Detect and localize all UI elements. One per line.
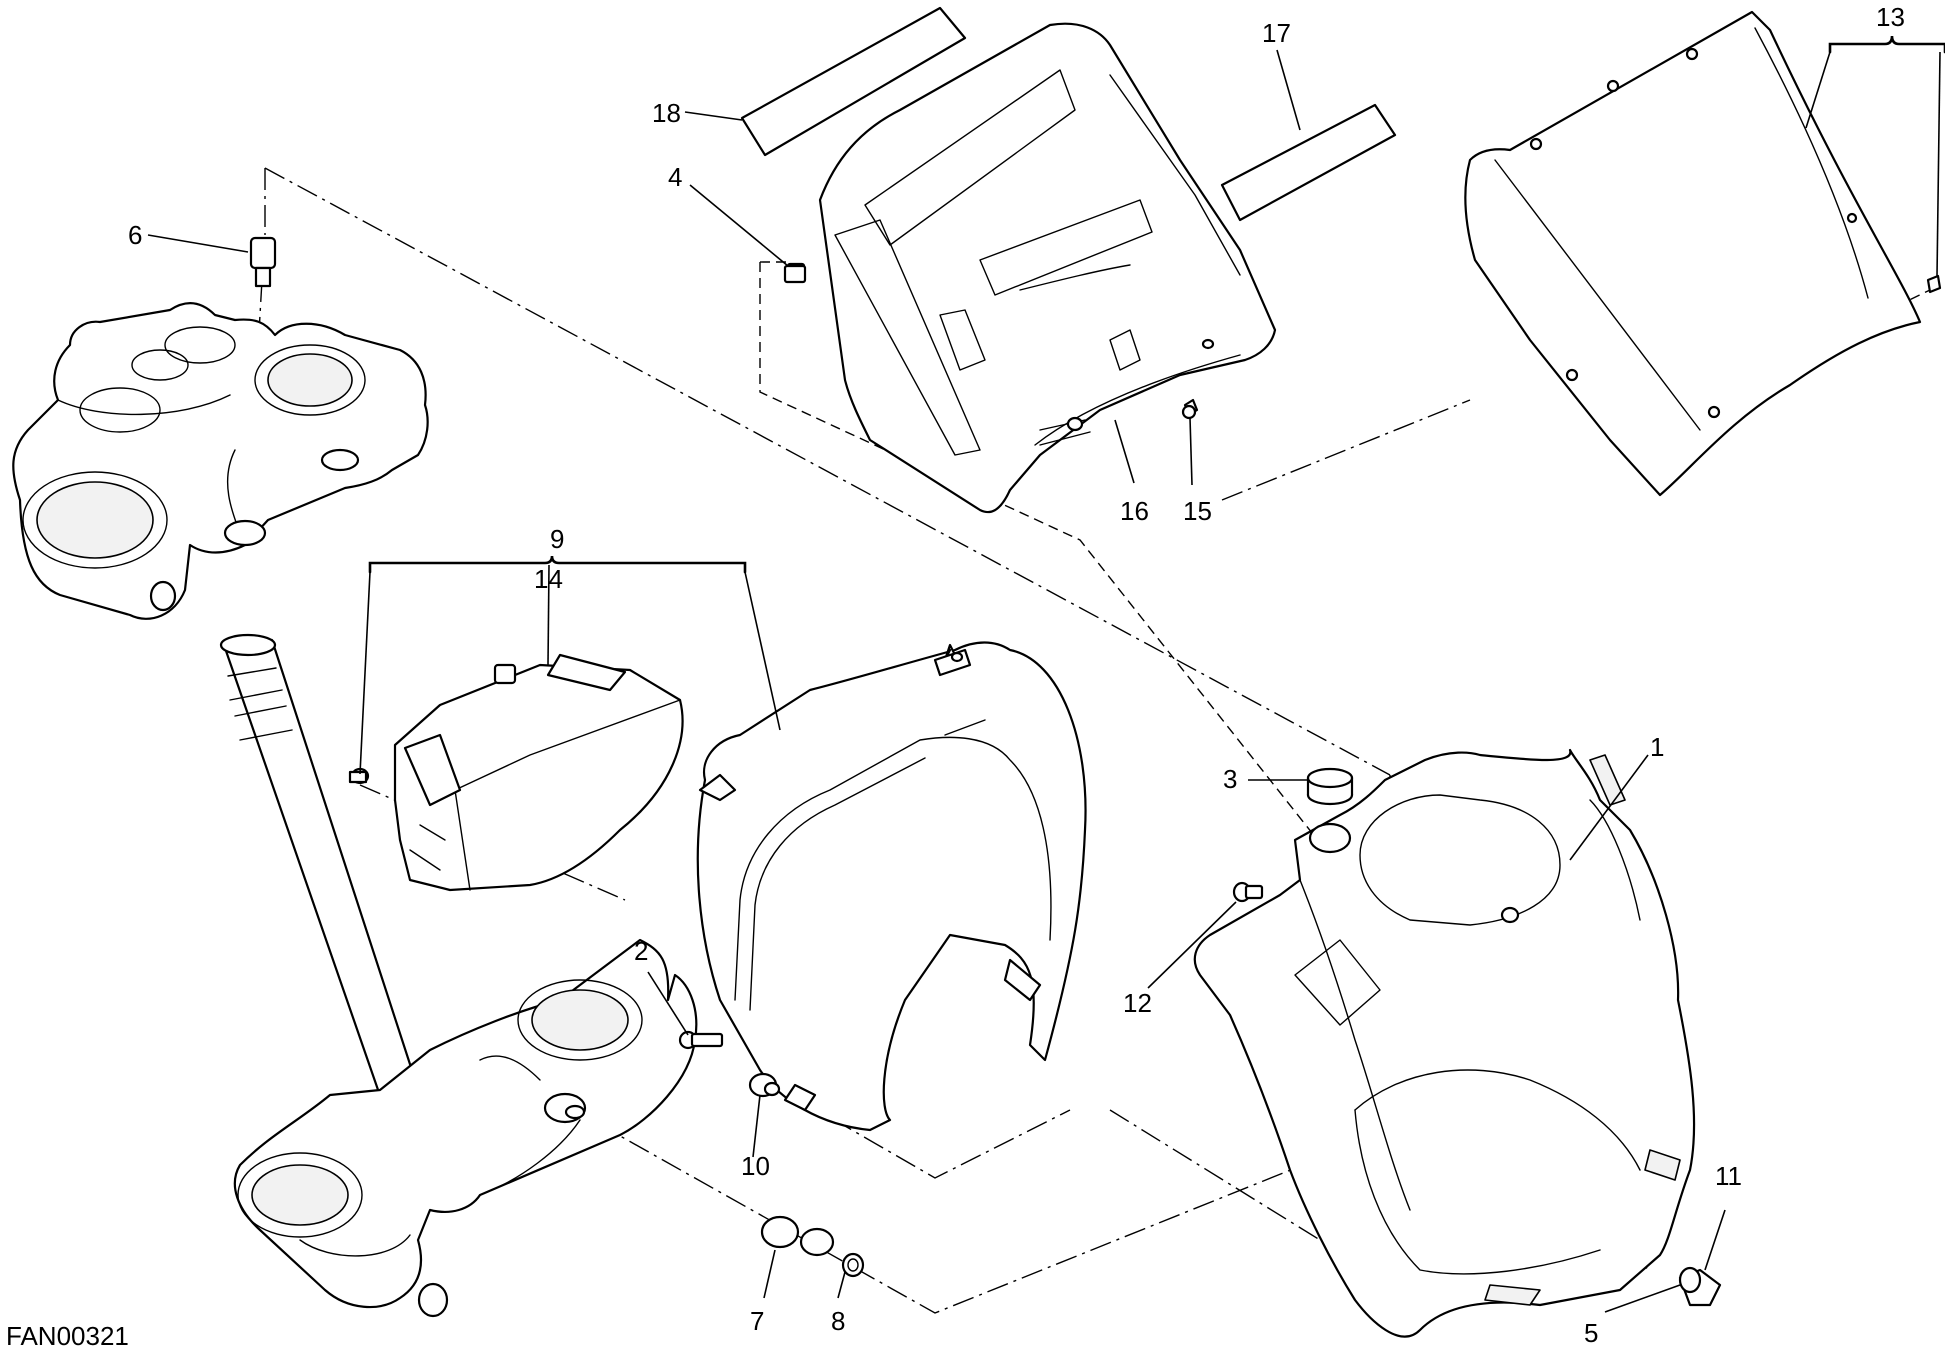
- steering-stem-lower-clamp: [219, 633, 698, 1318]
- decal-right: [1220, 103, 1397, 222]
- callout-17: 17: [1262, 18, 1291, 48]
- upper-triple-clamp: [12, 302, 429, 620]
- windscreen: [1464, 10, 1942, 497]
- callout-4: 4: [668, 162, 682, 192]
- drawing-code: FAN00321: [6, 1321, 129, 1351]
- callout-9: 9: [550, 524, 564, 554]
- callout-15: 15: [1183, 496, 1212, 526]
- callout-labels: 1 2 3 4 5 6 7 8 9 10 11 12 13 14 15 16 1…: [128, 2, 1905, 1348]
- callout-10: 10: [741, 1151, 770, 1181]
- callout-5: 5: [1584, 1318, 1598, 1348]
- callout-6: 6: [128, 220, 142, 250]
- hardware: [249, 236, 1722, 1307]
- callout-8: 8: [831, 1306, 845, 1336]
- headlamp-fairing: [1193, 748, 1696, 1338]
- callout-16: 16: [1120, 496, 1149, 526]
- decal-left: [740, 6, 967, 157]
- callout-14: 14: [534, 564, 563, 594]
- callout-2: 2: [634, 936, 648, 966]
- callout-12: 12: [1123, 988, 1152, 1018]
- callout-18: 18: [652, 98, 681, 128]
- headlamp-shell: [696, 641, 1087, 1132]
- callout-7: 7: [750, 1306, 764, 1336]
- callout-1: 1: [1650, 732, 1664, 762]
- leader-lines: [147, 35, 1945, 1313]
- headlamp-unit: [348, 653, 684, 892]
- callout-3: 3: [1223, 764, 1237, 794]
- callout-13: 13: [1876, 2, 1905, 32]
- callout-11: 11: [1715, 1161, 1742, 1191]
